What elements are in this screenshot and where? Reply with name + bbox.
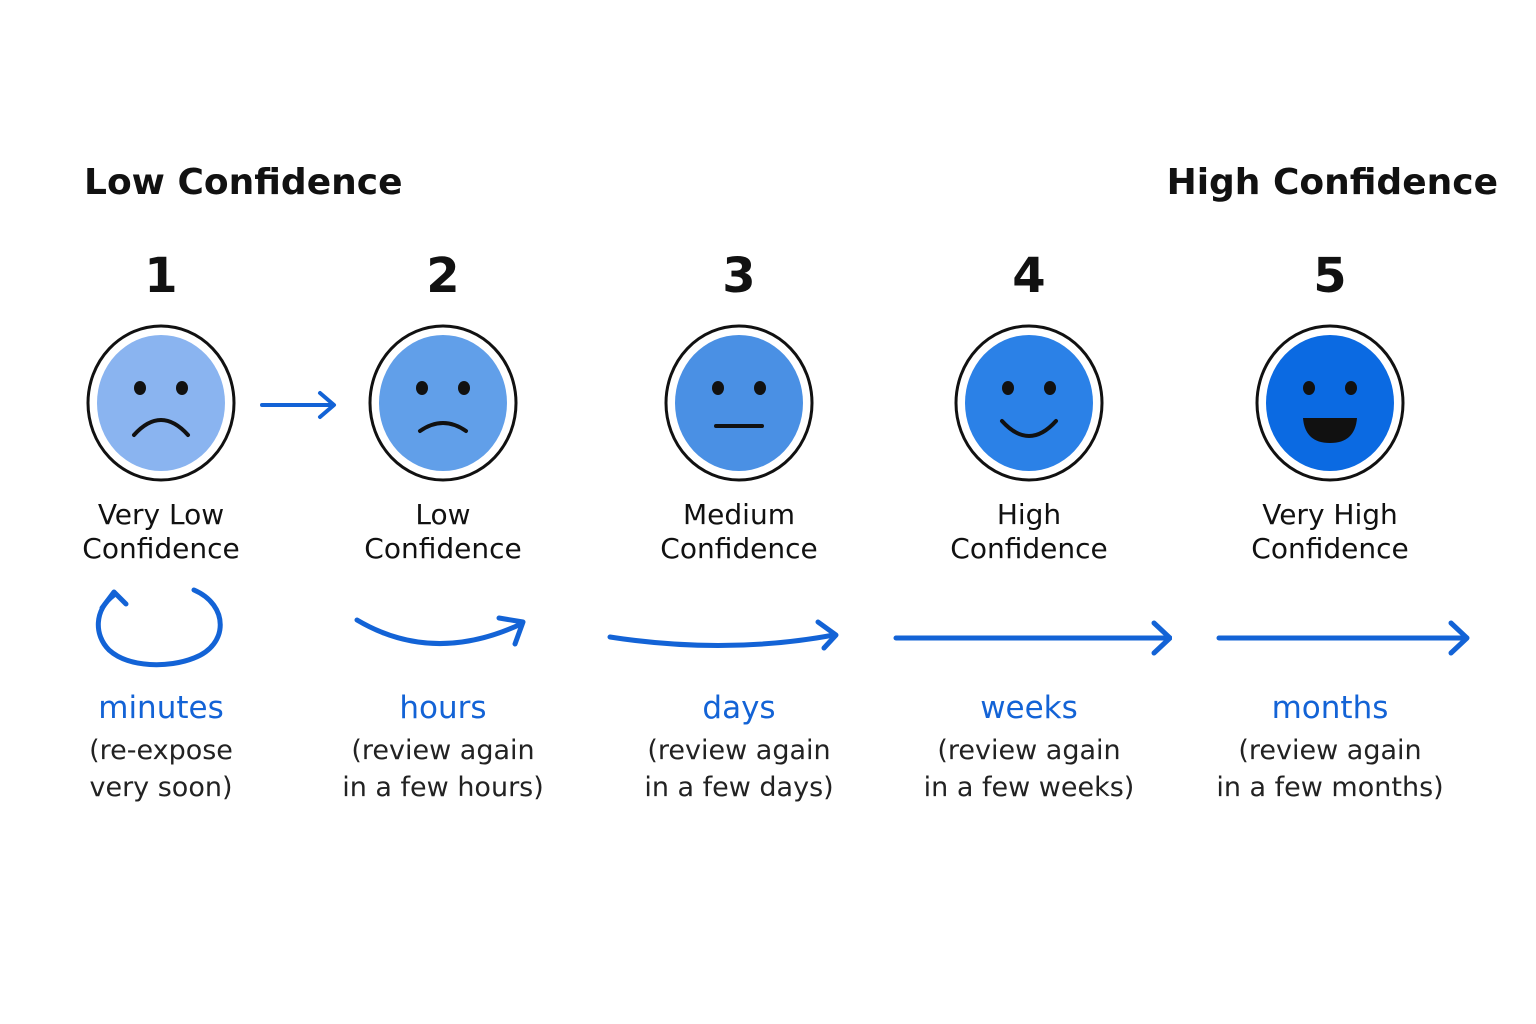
neutral-face-icon <box>664 324 814 482</box>
interval-note-line2: very soon) <box>89 772 233 803</box>
long-curved-arrow-icon <box>607 619 839 651</box>
level-name: Low Confidence <box>298 498 588 566</box>
level-name: Very Low Confidence <box>16 498 306 566</box>
long-straight-arrow-icon <box>1216 620 1470 656</box>
level-number: 4 <box>1012 248 1046 304</box>
level-name-line1: Very High <box>1262 498 1398 531</box>
level-name-line2: Confidence <box>82 532 240 565</box>
loop-arrow-icon <box>95 587 223 668</box>
level-number: 3 <box>722 248 756 304</box>
interval-note-line2: in a few weeks) <box>923 772 1135 803</box>
interval-note-line1: (review again <box>937 735 1121 766</box>
interval-note-line2: in a few hours) <box>342 772 544 803</box>
interval-note: (review again in a few weeks) <box>884 732 1174 806</box>
interval-note: (review again in a few months) <box>1185 732 1475 806</box>
level-name-line2: Confidence <box>950 532 1108 565</box>
laughing-face-icon <box>1255 324 1405 482</box>
interval-note-line1: (review again <box>1238 735 1422 766</box>
level-name: Very High Confidence <box>1185 498 1475 566</box>
high-confidence-label: High Confidence <box>1166 162 1498 203</box>
level-number: 2 <box>426 248 460 304</box>
level-name-line2: Confidence <box>660 532 818 565</box>
level-5: 5 Very High Confidence months (review ag… <box>1185 0 1475 1024</box>
interval-note: (review again in a few hours) <box>298 732 588 806</box>
low-confidence-label: Low Confidence <box>84 162 403 203</box>
level-number: 1 <box>144 248 178 304</box>
interval-note-line1: (re-expose <box>89 735 233 766</box>
interval-unit: days <box>702 690 776 726</box>
interval-note-line2: in a few days) <box>644 772 834 803</box>
level-name: Medium Confidence <box>594 498 884 566</box>
level-name-line1: Very Low <box>97 498 225 531</box>
level-name-line1: Low <box>415 498 471 531</box>
level-number: 5 <box>1313 248 1347 304</box>
interval-unit: minutes <box>98 690 224 726</box>
interval-unit: hours <box>399 690 487 726</box>
level-3: 3 Medium Confidence days (review again i… <box>594 0 884 1024</box>
level-name-line2: Confidence <box>1251 532 1409 565</box>
level-name: High Confidence <box>884 498 1174 566</box>
interval-note-line1: (review again <box>351 735 535 766</box>
short-curved-arrow-icon <box>354 615 526 647</box>
very-sad-face-icon <box>86 324 236 482</box>
interval-unit: months <box>1271 690 1389 726</box>
interval-note-line2: in a few months) <box>1216 772 1444 803</box>
interval-note: (review again in a few days) <box>594 732 884 806</box>
straight-arrow-icon <box>893 620 1172 656</box>
right-arrow-icon <box>260 391 336 419</box>
interval-note-line1: (review again <box>647 735 831 766</box>
level-1: 1 Very Low Confidence minutes (re-expose… <box>16 0 306 1024</box>
interval-note: (re-expose very soon) <box>16 732 306 806</box>
smiling-face-icon <box>954 324 1104 482</box>
interval-unit: weeks <box>980 690 1078 726</box>
level-name-line1: Medium <box>683 498 795 531</box>
sad-face-icon <box>368 324 518 482</box>
level-name-line1: High <box>996 498 1062 531</box>
level-name-line2: Confidence <box>364 532 522 565</box>
level-2: 2 Low Confidence hours (review again in … <box>298 0 588 1024</box>
level-4: 4 High Confidence weeks (review again in… <box>884 0 1174 1024</box>
